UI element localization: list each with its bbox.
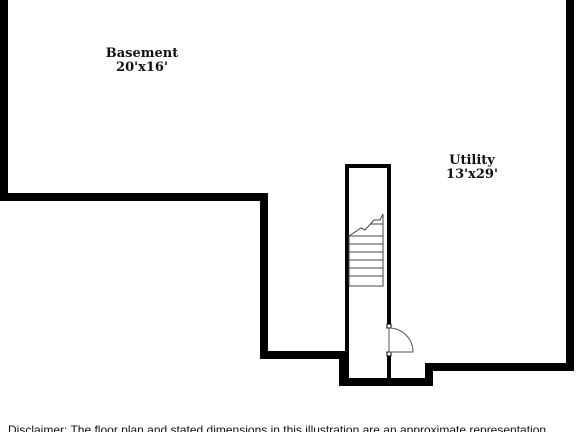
room-label-utility: Utility 13'x29' xyxy=(420,154,524,182)
room-label-basement: Basement 20'x16' xyxy=(90,47,194,75)
room-dimensions: 13'x29' xyxy=(446,167,498,182)
utility-door xyxy=(386,323,414,357)
exterior-wall xyxy=(0,0,574,386)
room-dimensions: 20'x16' xyxy=(116,60,168,75)
disclaimer-text: Disclaimer: The floor plan and stated di… xyxy=(8,423,547,432)
room-name: Basement xyxy=(105,46,179,61)
staircase xyxy=(348,213,384,287)
room-name: Utility xyxy=(449,153,495,168)
